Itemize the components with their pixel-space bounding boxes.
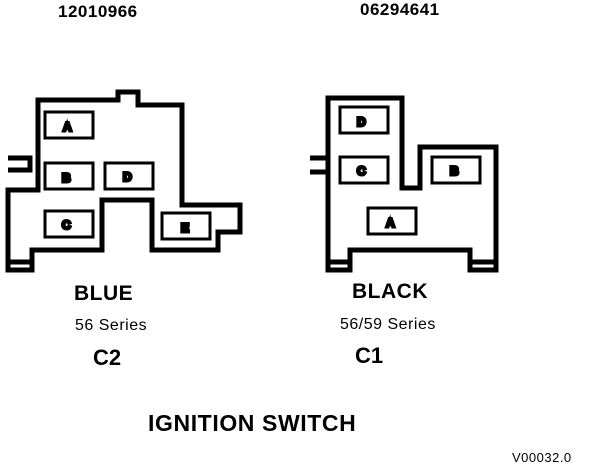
left-terminal-d-label: D bbox=[123, 170, 132, 184]
left-connector-housing bbox=[5, 89, 243, 273]
right-terminal-d: D bbox=[338, 105, 390, 135]
figure-code: V00032.0 bbox=[512, 450, 572, 465]
right-connector-color: BLACK bbox=[352, 280, 428, 303]
left-terminal-a: A bbox=[43, 110, 95, 140]
diagram-title: IGNITION SWITCH bbox=[148, 410, 357, 436]
left-terminal-d: D bbox=[103, 161, 155, 191]
left-connector-series: 56 Series bbox=[75, 317, 148, 334]
right-terminal-c: C bbox=[338, 155, 390, 185]
right-connector-housing bbox=[310, 95, 499, 273]
left-housing-outline bbox=[5, 89, 243, 273]
left-terminal-a-label: A bbox=[63, 120, 72, 134]
right-terminal-a-label: A bbox=[386, 216, 395, 230]
left-terminal-e-label: E bbox=[181, 221, 189, 235]
left-connector-id: C2 bbox=[93, 345, 122, 370]
right-terminal-a: A bbox=[366, 206, 418, 236]
left-terminal-c: C bbox=[43, 209, 95, 239]
right-housing-latch bbox=[310, 155, 331, 175]
left-housing-latch bbox=[8, 155, 33, 173]
right-terminal-b: B bbox=[430, 155, 482, 185]
left-terminal-e: E bbox=[160, 211, 212, 241]
left-terminal-b-label: B bbox=[62, 171, 71, 185]
right-terminal-c-label: C bbox=[357, 164, 366, 178]
right-connector-series: 56/59 Series bbox=[340, 316, 436, 333]
left-connector-color: BLUE bbox=[74, 282, 134, 305]
right-terminal-d-label: D bbox=[357, 115, 366, 129]
left-part-number: 12010966 bbox=[58, 2, 138, 21]
left-terminal-c-label: C bbox=[62, 218, 71, 232]
right-part-number: 06294641 bbox=[360, 0, 440, 19]
right-terminal-b-label: B bbox=[450, 164, 459, 178]
right-connector-id: C1 bbox=[355, 343, 384, 368]
left-terminal-b: B bbox=[43, 161, 95, 191]
